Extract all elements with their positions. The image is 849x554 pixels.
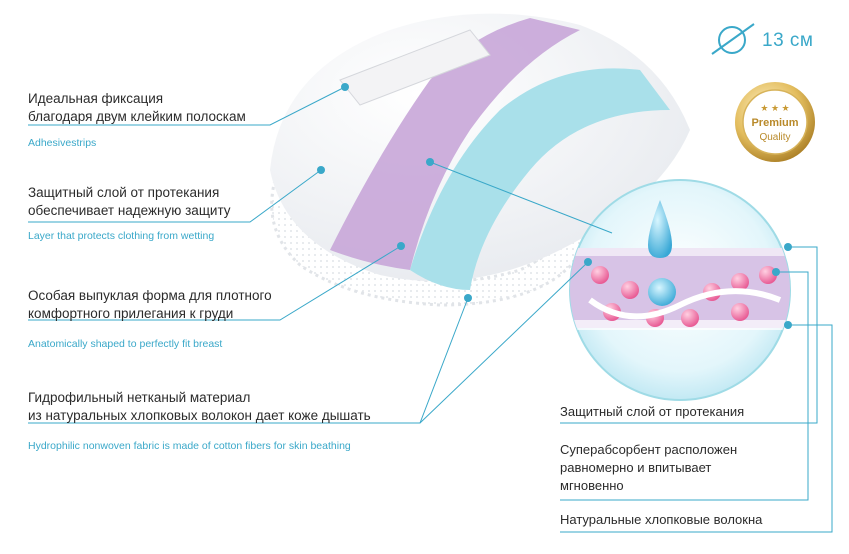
feature-2-en: Layer that protects clothing from wettin… bbox=[28, 230, 215, 242]
feature-1-line1: Идеальная фиксация bbox=[28, 91, 164, 106]
feature-3-en: Anatomically shaped to perfectly fit bre… bbox=[28, 338, 223, 350]
size-label: 13 см bbox=[762, 30, 814, 51]
leader-dots bbox=[317, 83, 792, 329]
layer-2-label: Суперабсорбент расположен равномерно и в… bbox=[560, 441, 737, 495]
leader-lines bbox=[28, 86, 833, 533]
feature-4-en: Hydrophilic nonwoven fabric is made of c… bbox=[28, 440, 351, 452]
feature-2-line2: обеспечивает надежную защиту bbox=[28, 203, 231, 218]
pad-dome bbox=[270, 13, 690, 290]
layer-2-line2: равномерно и впитывает bbox=[560, 460, 712, 475]
diameter-icon bbox=[711, 23, 755, 55]
feature-1-line2: благодаря двум клейким полоскам bbox=[28, 109, 246, 124]
feature-2-title: Защитный слой от протекания обеспечивает… bbox=[28, 184, 231, 220]
feature-4-line2: из натуральных хлопковых волокон дает ко… bbox=[28, 408, 371, 423]
feature-4-line1: Гидрофильный нетканый материал bbox=[28, 390, 251, 405]
feature-1-title: Идеальная фиксация благодаря двум клейки… bbox=[28, 90, 246, 126]
badge-subtitle: Quality bbox=[759, 132, 790, 143]
premium-quality-badge: ★ ★ ★ Premium Quality bbox=[735, 82, 815, 162]
feature-1-en: Adhesivestrips bbox=[28, 137, 97, 149]
layer-1-label: Защитный слой от протекания bbox=[560, 404, 745, 419]
badge-title: Premium bbox=[751, 117, 798, 129]
feature-2-line1: Защитный слой от протекания bbox=[28, 185, 220, 200]
layer-2-line3: мгновенно bbox=[560, 478, 624, 493]
feature-4-title: Гидрофильный нетканый материал из натура… bbox=[28, 389, 371, 425]
feature-3-line1: Особая выпуклая форма для плотного bbox=[28, 288, 272, 303]
badge-stars: ★ ★ ★ bbox=[760, 103, 789, 113]
layer-3-label: Натуральные хлопковые волокна bbox=[560, 512, 763, 527]
feature-3-line2: комфортного прилегания к груди bbox=[28, 306, 234, 321]
layer-2-line1: Суперабсорбент расположен bbox=[560, 442, 738, 457]
feature-3-title: Особая выпуклая форма для плотного комфо… bbox=[28, 287, 272, 323]
